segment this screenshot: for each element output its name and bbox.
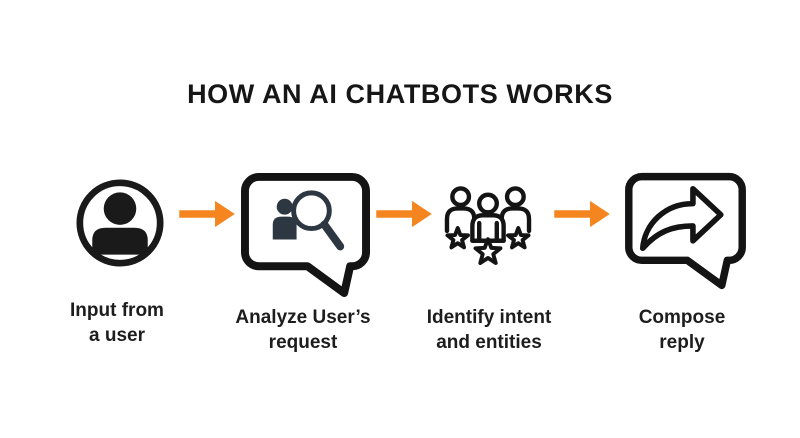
step-label-line: and entities [436,332,542,354]
people-stars-icon [444,184,532,268]
user-circle-icon [76,179,164,267]
step-label-input-from-user: Input from a user [70,298,164,348]
chat-reply-icon [624,172,747,291]
step-label-line: Input from [70,300,164,321]
step-label-line: Identify intent [426,307,552,328]
flow-arrow-icon [376,198,433,235]
step-label-line: a user [89,325,145,347]
flow-arrow-icon [554,198,611,235]
chat-search-icon [240,172,371,299]
step-label-line: reply [659,332,705,354]
step-label-line: Analyze User’s [235,307,371,328]
flow-arrow-icon [179,198,236,235]
page-title: HOW AN AI CHATBOTS WORKS [187,79,613,109]
step-label-analyze-request: Analyze User’s request [235,305,370,355]
step-label-line: request [268,332,338,354]
step-label-line: Compose [638,307,726,328]
step-label-identify-intent: Identify intent and entities [427,305,552,355]
step-label-compose-reply: Compose reply [639,305,726,355]
